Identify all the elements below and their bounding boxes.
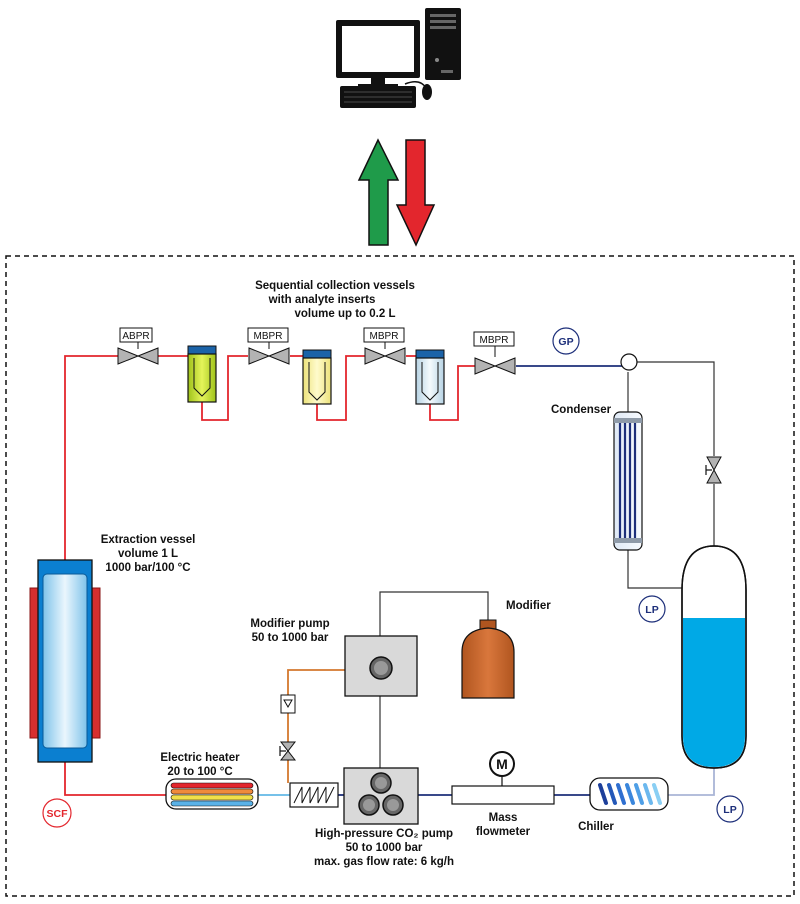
flowmeter-label-1: Mass xyxy=(489,812,518,824)
electric-heater xyxy=(165,778,259,810)
system-boundary xyxy=(5,255,795,897)
extraction-vessel xyxy=(29,559,101,763)
scf-gauge: SCF xyxy=(42,798,72,828)
arrow-down-icon xyxy=(395,139,436,247)
chiller xyxy=(589,777,669,811)
gray-lines xyxy=(379,361,715,768)
scf-lines xyxy=(64,355,476,796)
heater-label-1: Electric heater xyxy=(160,752,240,764)
collection-vial-2 xyxy=(302,349,332,405)
separator-tank xyxy=(681,545,747,769)
collection-label-3: volume up to 0.2 L xyxy=(295,308,396,320)
abpr-tag: ABPR xyxy=(122,331,149,342)
gp-tag: GP xyxy=(558,336,573,348)
extraction-label-2: volume 1 L xyxy=(118,548,178,560)
lp-tag-bottom: LP xyxy=(723,804,736,816)
collection-label-1: Sequential collection vessels xyxy=(255,280,415,292)
mbpr-tag-3: MBPR xyxy=(480,335,509,346)
mixing-coil xyxy=(289,782,339,808)
condenser-label: Condenser xyxy=(551,404,612,416)
chiller-label: Chiller xyxy=(578,821,614,833)
condenser xyxy=(613,411,643,551)
collection-vial-3 xyxy=(415,349,445,405)
check-valve[interactable] xyxy=(280,694,296,714)
modifier-label: Modifier xyxy=(506,600,551,612)
co2-pump-label-1: High-pressure CO₂ pump xyxy=(315,828,453,840)
collection-label-2: with analyte inserts xyxy=(268,294,376,306)
lp-gauge-bottom: LP xyxy=(716,795,744,823)
scf-tag: SCF xyxy=(47,808,69,820)
mbpr-tag-1: MBPR xyxy=(254,331,283,342)
modifier-lines xyxy=(287,669,345,783)
collection-vial-1 xyxy=(187,345,217,403)
lp-gauge-top: LP xyxy=(638,595,666,623)
modifier-bottle xyxy=(461,619,515,699)
mbpr-valve-2[interactable]: MBPR xyxy=(363,327,406,365)
return-line-valve[interactable] xyxy=(705,456,722,484)
extraction-label-1: Extraction vessel xyxy=(101,534,196,546)
mbpr-valve-1[interactable]: MBPR xyxy=(247,327,290,365)
arrow-up-icon xyxy=(357,138,400,246)
modifier-pump[interactable] xyxy=(344,635,418,697)
mass-flowmeter: M xyxy=(451,751,555,805)
modifier-valve[interactable] xyxy=(279,741,297,761)
heater-label-2: 20 to 100 °C xyxy=(167,766,232,778)
mbpr-tag-2: MBPR xyxy=(370,331,399,342)
chiller-outlet-line xyxy=(668,768,715,796)
extraction-label-3: 1000 bar/100 °C xyxy=(105,562,190,574)
flowmeter-label-2: flowmeter xyxy=(476,826,531,838)
mbpr-valve-3[interactable]: MBPR xyxy=(473,331,516,375)
junction-node xyxy=(620,353,638,371)
lp-tag-top: LP xyxy=(645,604,658,616)
co2-pump[interactable] xyxy=(343,767,419,825)
abpr-valve[interactable]: ABPR xyxy=(117,327,159,365)
motor-tag: M xyxy=(496,756,508,772)
co2-pump-label-3: max. gas flow rate: 6 kg/h xyxy=(314,856,454,868)
modifier-pump-label-1: Modifier pump xyxy=(250,618,329,630)
co2-pump-label-2: 50 to 1000 bar xyxy=(346,842,423,854)
modifier-pump-label-2: 50 to 1000 bar xyxy=(252,632,329,644)
gp-gauge: GP xyxy=(552,327,580,355)
computer-icon xyxy=(336,8,461,108)
